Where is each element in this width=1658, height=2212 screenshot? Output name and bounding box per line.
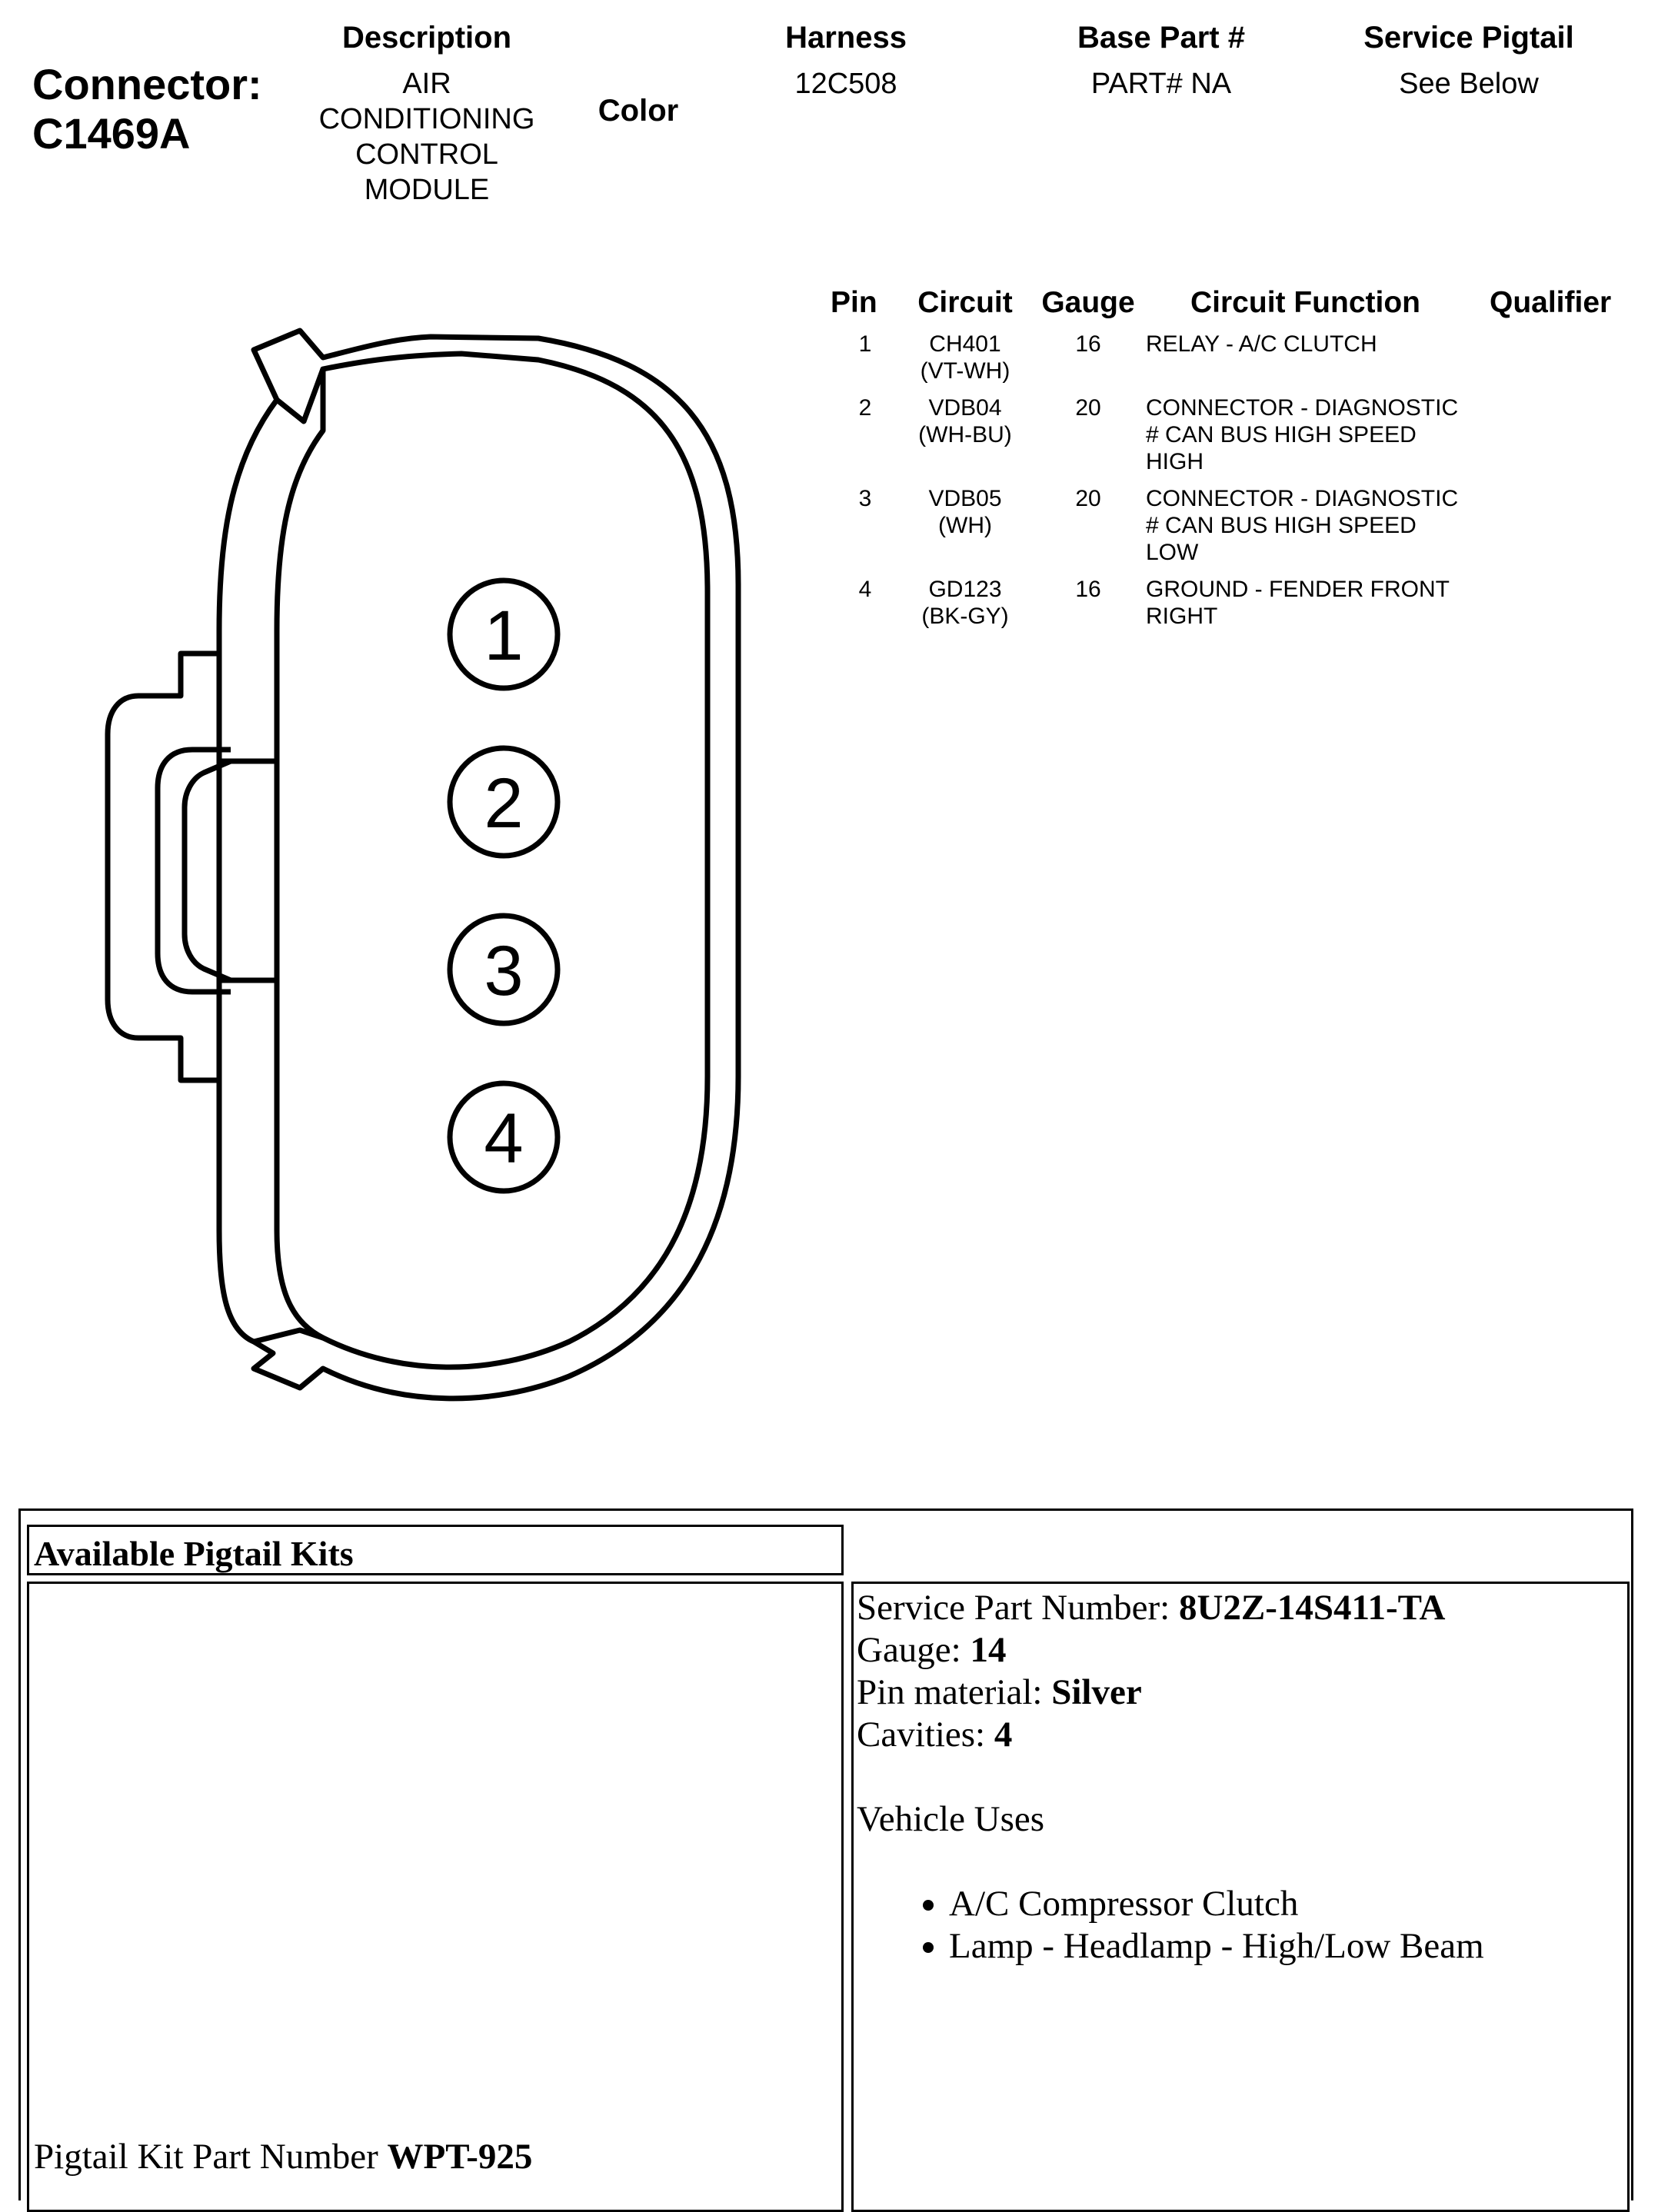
service-part-label: Service Part Number: <box>857 1588 1179 1628</box>
function-line: CONNECTOR - DIAGNOSTIC <box>1146 395 1459 421</box>
circuit-cell: VDB04 (WH-BU) <box>900 394 1030 448</box>
pigtail-kit-part-line: Pigtail Kit Part Number WPT-925 <box>34 2136 532 2178</box>
col-circuit: Circuit <box>917 286 1013 319</box>
function-line: # CAN BUS HIGH SPEED <box>1146 422 1417 447</box>
base-part-value: PART# NA <box>1090 68 1232 100</box>
list-item: Lamp - Headlamp - High/Low Beam <box>949 1925 1626 1968</box>
wire-color: (BK-GY) <box>921 604 1009 629</box>
gauge-cell: 20 <box>1075 395 1101 421</box>
wire-color: (WH-BU) <box>918 422 1012 447</box>
pigtail-kits-title: Available Pigtail Kits <box>34 1534 354 1573</box>
gauge-cell: 20 <box>1075 486 1101 511</box>
gauge-label: Gauge: <box>857 1630 970 1670</box>
description-line: AIR <box>402 68 451 100</box>
vehicle-uses-list: A/C Compressor Clutch Lamp - Headlamp - … <box>857 1883 1626 1968</box>
pin-number: 1 <box>858 331 872 357</box>
function-cell: CONNECTOR - DIAGNOSTIC # CAN BUS HIGH SP… <box>1146 394 1484 475</box>
vehicle-uses-heading: Vehicle Uses <box>857 1799 1045 1839</box>
gauge-value: 14 <box>970 1630 1007 1670</box>
harness-value: 12C508 <box>794 68 897 100</box>
service-pigtail-label: Service Pigtail <box>1363 21 1574 55</box>
connector-diagram: 1 2 3 4 <box>105 328 741 1402</box>
harness-label: Harness <box>785 21 907 55</box>
service-part-line: Service Part Number: 8U2Z-14S411-TA <box>857 1587 1626 1629</box>
pigtail-kit-part-label: Pigtail Kit Part Number <box>34 2137 388 2177</box>
connector-latch <box>105 650 219 1083</box>
pin-material-value: Silver <box>1051 1672 1142 1712</box>
pigtail-kit-image-cell: Pigtail Kit Part Number WPT-925 <box>27 1582 844 2212</box>
function-line: HIGH <box>1146 449 1204 474</box>
description-value: AIR CONDITIONING CONTROL MODULE <box>292 66 561 208</box>
pigtail-kit-details: Service Part Number: 8U2Z-14S411-TA Gaug… <box>857 1587 1626 1968</box>
circuit-id: VDB05 <box>928 486 1002 511</box>
pigtail-kit-details-cell: Service Part Number: 8U2Z-14S411-TA Gaug… <box>851 1582 1630 2212</box>
description-line: MODULE <box>364 174 490 206</box>
pin-4-cavity <box>447 1080 561 1194</box>
circuit-id: CH401 <box>929 331 1001 357</box>
pin-number: 3 <box>858 486 872 511</box>
function-cell: CONNECTOR - DIAGNOSTIC # CAN BUS HIGH SP… <box>1146 485 1484 566</box>
connector-housing-outer <box>216 328 741 1402</box>
cavities-line: Cavities: 4 <box>857 1714 1626 1756</box>
pin-number: 2 <box>858 395 872 421</box>
pin-4-label: 4 <box>484 1099 523 1178</box>
gauge-cell: 16 <box>1075 577 1101 602</box>
gauge-cell: 16 <box>1075 331 1101 357</box>
connector-label: Connector: <box>32 60 262 108</box>
function-line: # CAN BUS HIGH SPEED <box>1146 513 1417 538</box>
pin-1-cavity <box>447 577 561 691</box>
connector-heading: Connector: C1469A <box>32 60 262 158</box>
wire-color: (WH) <box>938 513 992 538</box>
pin-number: 4 <box>858 577 872 602</box>
col-circuit-function: Circuit Function <box>1190 286 1420 319</box>
col-qualifier: Qualifier <box>1490 286 1612 319</box>
description-line: CONTROL <box>355 138 498 171</box>
pigtail-kits-table: Available Pigtail Kits Pigtail Kit Part … <box>18 1508 1633 2212</box>
description-label: Description <box>341 21 512 55</box>
col-pin: Pin <box>831 286 877 319</box>
description-line: CONDITIONING <box>318 103 535 135</box>
connector-housing-inner <box>274 351 711 1370</box>
function-line: CONNECTOR - DIAGNOSTIC <box>1146 486 1459 511</box>
cavities-label: Cavities: <box>857 1715 994 1755</box>
pigtail-kits-title-cell: Available Pigtail Kits <box>27 1525 844 1575</box>
circuit-cell: VDB05 (WH) <box>900 485 1030 539</box>
list-item: A/C Compressor Clutch <box>949 1883 1626 1925</box>
function-cell: RELAY - A/C CLUTCH <box>1146 331 1484 358</box>
cavities-value: 4 <box>994 1715 1013 1755</box>
circuit-cell: CH401 (VT-WH) <box>900 331 1030 384</box>
function-line: LOW <box>1146 540 1199 565</box>
pin-3-cavity <box>447 913 561 1026</box>
pin-2-cavity <box>447 745 561 859</box>
function-cell: GROUND - FENDER FRONT RIGHT <box>1146 576 1484 630</box>
pin-material-line: Pin material: Silver <box>857 1671 1626 1714</box>
pin-1-label: 1 <box>484 597 523 675</box>
function-line: RELAY - A/C CLUTCH <box>1146 331 1377 357</box>
pin-2-label: 2 <box>484 764 523 843</box>
function-line: GROUND - FENDER FRONT <box>1146 577 1450 602</box>
wire-color: (VT-WH) <box>920 358 1010 384</box>
service-part-number: 8U2Z-14S411-TA <box>1178 1588 1446 1628</box>
base-part-label: Base Part # <box>1077 21 1245 55</box>
circuit-cell: GD123 (BK-GY) <box>900 576 1030 630</box>
service-pigtail-value: See Below <box>1399 68 1539 100</box>
pin-3-label: 3 <box>484 932 523 1010</box>
gauge-line: Gauge: 14 <box>857 1629 1626 1671</box>
pigtail-kit-part-number: WPT-925 <box>387 2137 533 2177</box>
col-gauge: Gauge <box>1041 286 1135 319</box>
function-line: RIGHT <box>1146 604 1218 629</box>
color-label: Color <box>598 94 679 128</box>
connector-id: C1469A <box>32 109 191 158</box>
circuit-id: GD123 <box>928 577 1002 602</box>
circuit-id: VDB04 <box>928 395 1002 421</box>
pin-material-label: Pin material: <box>857 1672 1052 1712</box>
